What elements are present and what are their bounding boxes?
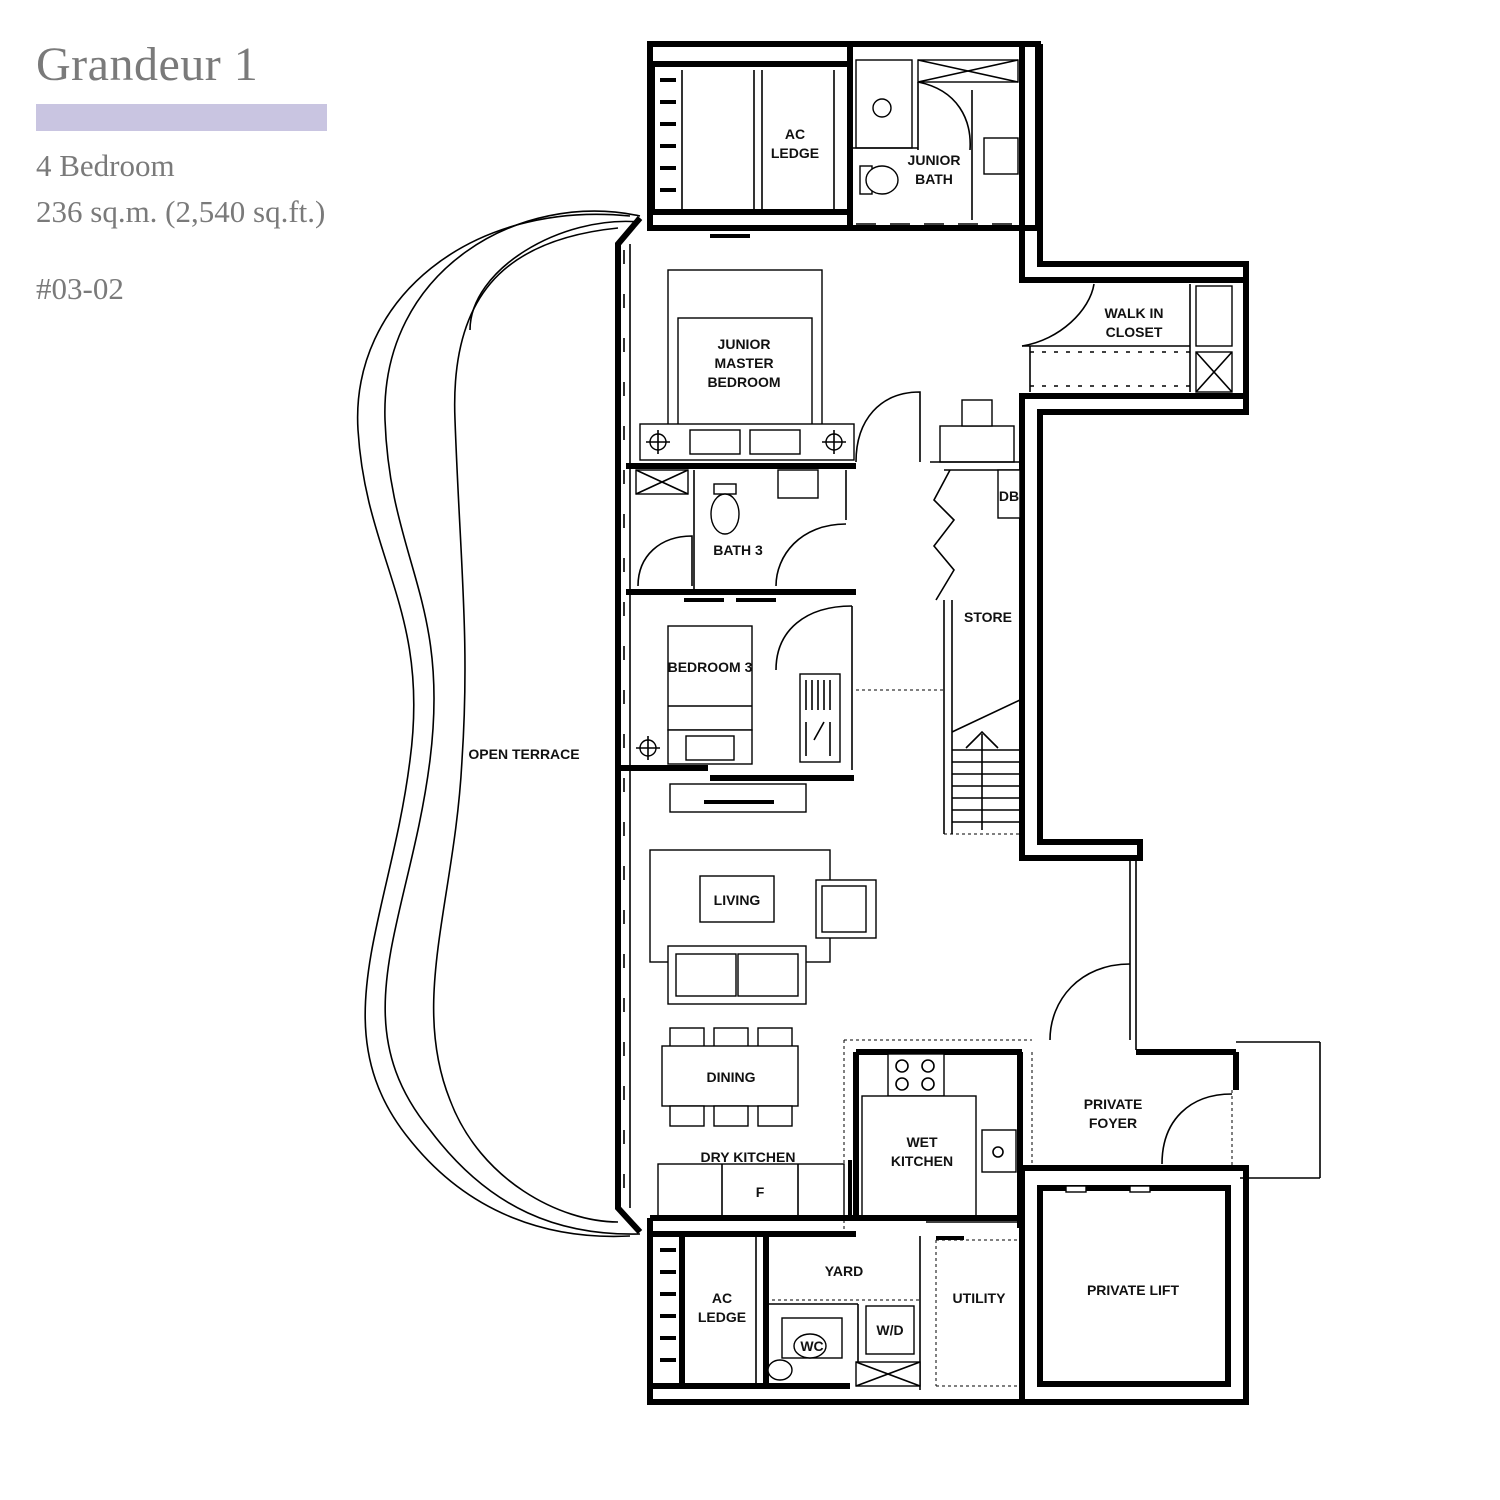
junior-master-bedroom (639, 269, 921, 463)
dry-kitchen (657, 1160, 852, 1217)
label-junior-master-2: MASTER (714, 355, 773, 371)
label-dining: DINING (707, 1069, 756, 1085)
label-wet-kitchen: WET (906, 1134, 938, 1150)
floor-area: 236 sq.m. (2,540 sq.ft.) (36, 194, 326, 229)
private-foyer (1031, 858, 1321, 1179)
label-ac-ledge-top-2: LEDGE (771, 145, 819, 161)
label-utility: UTILITY (953, 1290, 1007, 1306)
vent-slats-bottom (660, 1248, 676, 1362)
label-private-foyer: PRIVATE (1084, 1096, 1143, 1112)
store-area (930, 399, 1022, 835)
label-db: DB (999, 488, 1019, 504)
label-open-terrace: OPEN TERRACE (468, 746, 579, 762)
living (649, 849, 877, 1005)
label-ac-ledge-bottom-2: LEDGE (698, 1309, 746, 1325)
label-wet-kitchen-2: KITCHEN (891, 1153, 953, 1169)
label-walk-in-closet-2: CLOSET (1106, 324, 1163, 340)
stairs (951, 699, 1021, 830)
label-junior-bath: JUNIOR (908, 152, 961, 168)
wet-kitchen (843, 1039, 1032, 1232)
room-labels: AC LEDGE JUNIOR BATH WALK IN CLOSET JUNI… (468, 126, 1179, 1354)
label-living: LIVING (714, 892, 761, 908)
label-ac-ledge-bottom: AC (712, 1290, 732, 1306)
label-bedroom-3: BEDROOM 3 (668, 659, 753, 675)
label-junior-master-3: BEDROOM (707, 374, 780, 390)
label-walk-in-closet: WALK IN (1104, 305, 1163, 321)
plan-info: Grandeur 1 4 Bedroom 236 sq.m. (2,540 sq… (36, 36, 327, 309)
facade-wall (615, 216, 643, 1235)
label-private-lift: PRIVATE LIFT (1087, 1282, 1179, 1298)
label-yard: YARD (825, 1263, 863, 1279)
top-block (647, 41, 1041, 238)
bedroom-3 (620, 605, 944, 813)
label-junior-bath-2: BATH (915, 171, 953, 187)
bedroom-count: 4 Bedroom (36, 148, 175, 183)
label-junior-master: JUNIOR (718, 336, 771, 352)
label-dry-kitchen: DRY KITCHEN (701, 1149, 796, 1165)
private-lift (1019, 1165, 1249, 1405)
label-wd: W/D (876, 1322, 903, 1338)
label-store: STORE (964, 609, 1012, 625)
label-ac-ledge-top: AC (785, 126, 805, 142)
accent-bar (36, 104, 327, 131)
label-bath-3: BATH 3 (713, 542, 763, 558)
plan-title: Grandeur 1 (36, 38, 259, 91)
vent-slats-top (660, 78, 676, 192)
label-private-foyer-2: FOYER (1089, 1115, 1137, 1131)
label-wc: WC (800, 1338, 823, 1354)
walk-in-closet (1019, 44, 1249, 861)
dining (661, 1027, 799, 1127)
label-fridge: F (756, 1184, 765, 1200)
open-terrace-outline (356, 210, 641, 1238)
unit-number: #03-02 (36, 271, 124, 306)
bottom-block (647, 1215, 1022, 1405)
bath-3 (626, 463, 856, 602)
